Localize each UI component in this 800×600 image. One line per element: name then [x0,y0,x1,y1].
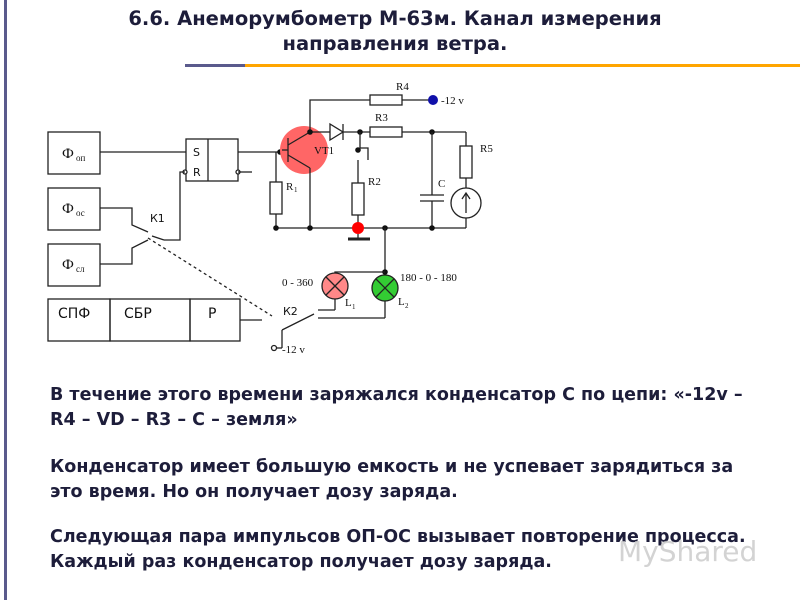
r3-label: R3 [375,112,388,124]
phi-op-sub: оп [76,153,86,163]
watermark-logo: MyShared [618,535,758,568]
r4-label: R4 [396,81,409,93]
block-phi-sl [47,243,101,287]
trigger-r-label: R [193,166,201,179]
c-label: C [438,178,445,190]
phi-os-sub: ос [76,208,85,218]
l2-label: L [398,296,405,308]
circuit-diagram: Ф оп Ф ос Ф сл СПФ СБР Р S R К1 VT1 [47,81,493,356]
r1-sub: 1 [294,186,298,194]
r5-label: R5 [480,143,493,155]
phi-sl-sub: сл [76,264,85,274]
resistor-r5 [459,145,473,179]
trigger-sr [185,138,239,182]
paragraph-capacitor-dose: Конденсатор имеет большую емкость и не у… [50,457,734,502]
resistor-r3 [369,126,403,138]
supply-top-label: -12 v [441,95,464,107]
title-underline-blue [185,64,245,67]
phi-op-label: Ф [62,146,74,162]
k2-label: К2 [283,305,298,318]
range-l1-label: 0 - 360 [282,277,314,289]
slide-title: 6.6. Анеморумбометр М-63м. Канал измерен… [128,7,662,55]
r-label: Р [208,306,216,322]
phi-os-label: Ф [62,201,74,217]
sbr-label: СБР [124,306,152,322]
title-underline-orange [245,64,800,67]
r2-label: R2 [368,176,381,188]
supply-terminal-bottom [270,344,278,352]
paragraph-charge-path: В течение этого времени заряжался конден… [50,385,743,430]
l2-sub: 2 [405,302,409,310]
left-rule [4,0,7,600]
l1-sub: 1 [352,303,356,311]
vt1-label: VT1 [314,145,334,157]
vt1-highlight [280,126,328,174]
k1-label: К1 [150,212,165,225]
l1-label: L [345,297,352,309]
switch-k2 [281,313,315,331]
spf-label: СПФ [58,306,90,322]
trigger-s-label: S [193,146,200,159]
block-phi-op [47,131,101,175]
supply-terminal-top [428,95,438,105]
ground-node [352,222,364,234]
supply-bottom-label: -12 v [282,344,305,356]
resistor-r1 [269,181,283,215]
resistor-r4 [369,94,403,106]
k1-k2-link [147,237,273,317]
diode-vd [329,122,345,142]
block-phi-os [47,187,101,231]
range-l2-label: 180 - 0 - 180 [400,272,457,284]
phi-sl-label: Ф [62,257,74,273]
paragraph-repeat-process: Следующая пара импульсов ОП-ОС вызывает … [50,527,746,572]
resistor-r2 [351,182,365,216]
r1-label: R [286,181,294,193]
